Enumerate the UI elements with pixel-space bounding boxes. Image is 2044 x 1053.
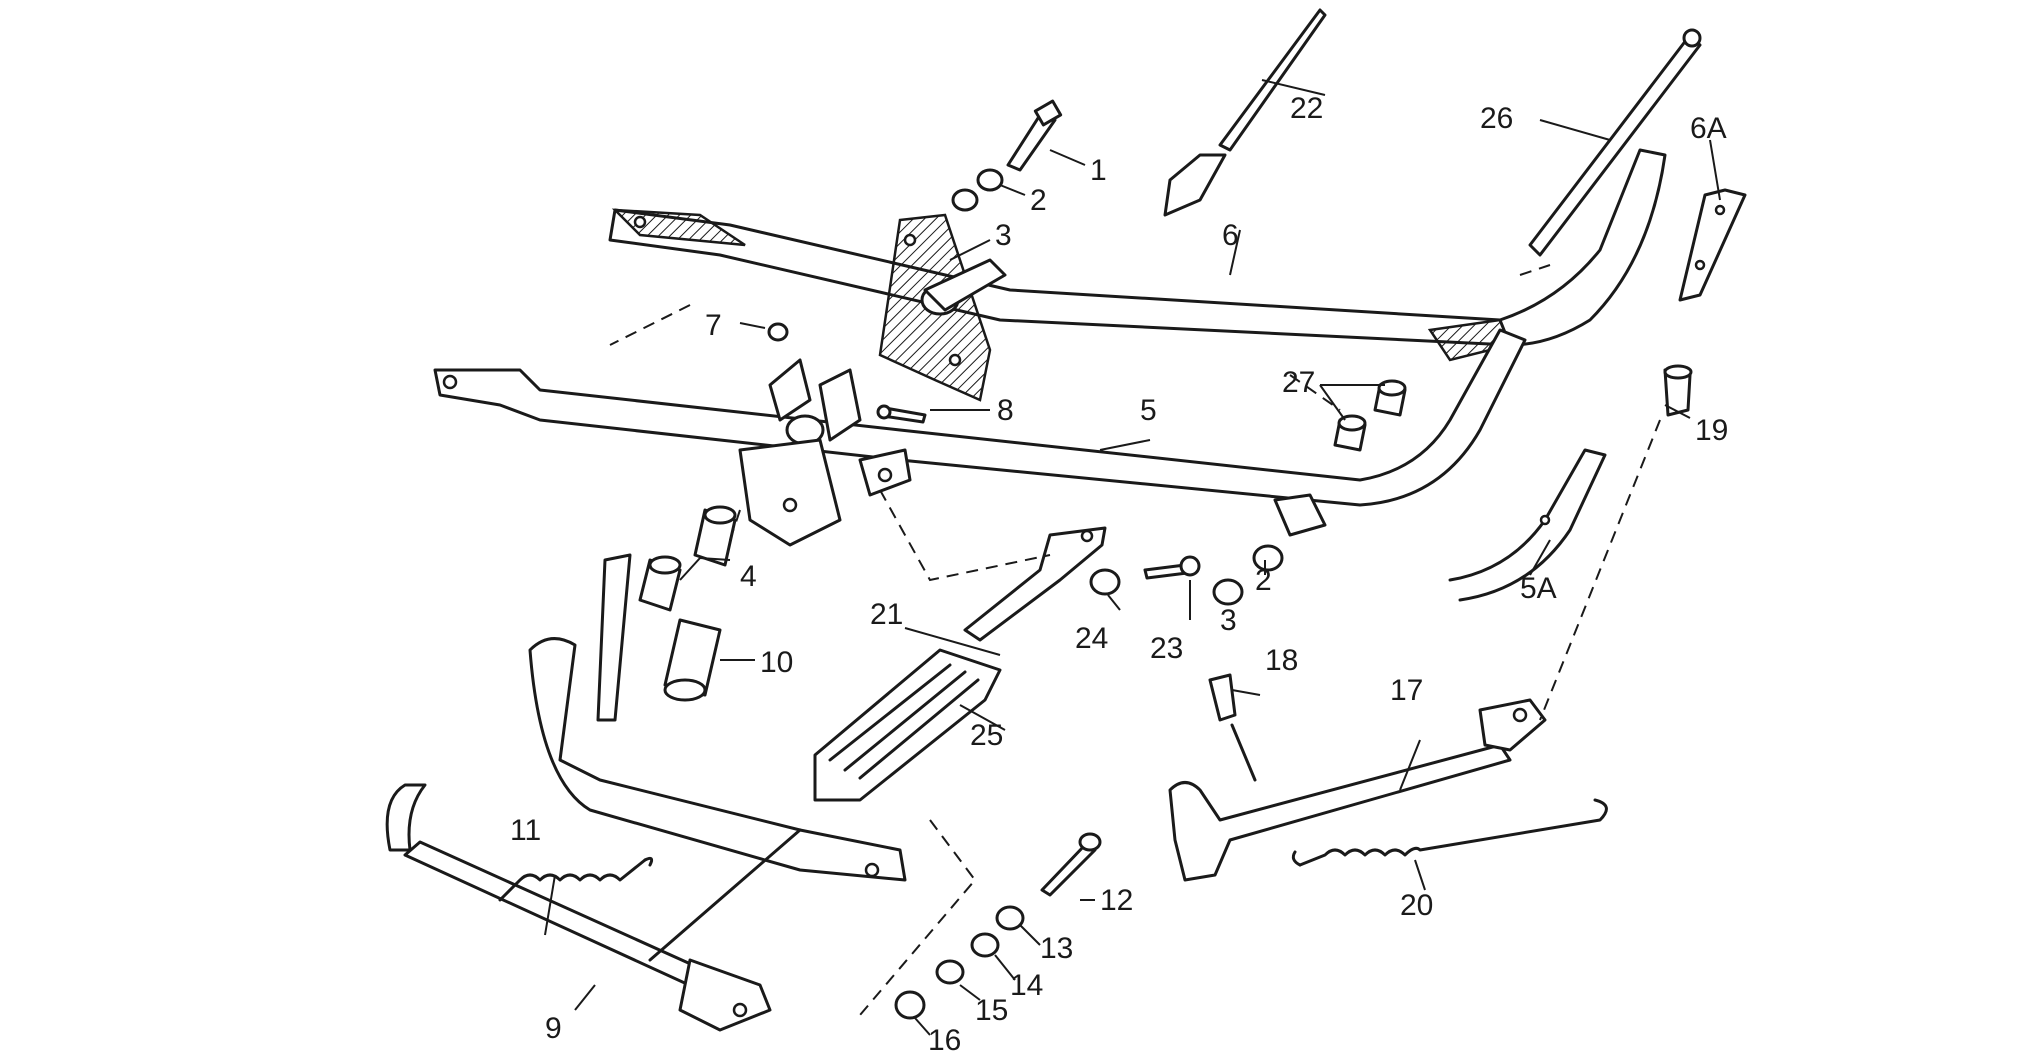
part-4-bushings bbox=[638, 505, 737, 612]
part-2-washer bbox=[976, 168, 1004, 192]
callout-19: 19 bbox=[1695, 414, 1728, 447]
callout-6: 6 bbox=[1222, 219, 1239, 252]
part-21-footpeg-bracket bbox=[963, 526, 1107, 642]
part-5a-side-bracket bbox=[1448, 448, 1607, 602]
callout-1: 1 bbox=[1090, 154, 1107, 187]
part-20-spring bbox=[1291, 798, 1608, 867]
part-26-long-rod bbox=[1528, 28, 1702, 257]
part-8-bolt bbox=[876, 404, 927, 424]
callout-11: 11 bbox=[510, 814, 541, 847]
callout-26: 26 bbox=[1480, 102, 1513, 135]
callout-2-lower: 2 bbox=[1255, 564, 1272, 597]
callout-6a: 6A bbox=[1690, 112, 1727, 145]
part-10-rubber-grip bbox=[663, 618, 722, 702]
part-23-bolt bbox=[1143, 555, 1201, 580]
part-13-spacer bbox=[995, 905, 1025, 931]
callout-2-upper: 2 bbox=[1030, 184, 1047, 217]
part-2-washer-right bbox=[1252, 544, 1284, 572]
part-5-frame-rail-lower bbox=[433, 328, 1527, 547]
part-6a-side-bracket bbox=[1678, 188, 1747, 302]
part-9-center-stand bbox=[385, 553, 907, 1032]
callout-labels: 1 2 3 6 22 26 6A 7 8 5 27 19 5A 4 10 21 … bbox=[510, 92, 1728, 1053]
callout-14: 14 bbox=[1010, 969, 1043, 1002]
callout-20: 20 bbox=[1400, 889, 1433, 922]
callout-3-upper: 3 bbox=[995, 219, 1012, 252]
part-1-bolt bbox=[1006, 99, 1063, 172]
part-14-spring-washer bbox=[970, 932, 1000, 958]
callout-10: 10 bbox=[760, 646, 793, 679]
callout-18: 18 bbox=[1265, 644, 1298, 677]
callout-13: 13 bbox=[1040, 932, 1073, 965]
callout-3-lower: 3 bbox=[1220, 604, 1237, 637]
callout-12: 12 bbox=[1100, 884, 1133, 917]
part-3-bracket-plate bbox=[878, 213, 1007, 402]
assembly-lines bbox=[609, 264, 1661, 1016]
callout-24: 24 bbox=[1075, 622, 1108, 655]
callout-27: 27 bbox=[1282, 366, 1315, 399]
part-25-footpeg-rubber bbox=[813, 648, 1002, 802]
part-17-side-stand bbox=[1168, 698, 1547, 882]
callout-leaders bbox=[544, 79, 1721, 1036]
callout-21: 21 bbox=[870, 598, 903, 631]
callout-25: 25 bbox=[970, 719, 1003, 752]
part-3-nut-right bbox=[1212, 578, 1244, 606]
callout-7: 7 bbox=[705, 309, 722, 342]
callout-17: 17 bbox=[1390, 674, 1423, 707]
part-18-stand-rubber bbox=[1208, 673, 1237, 722]
part-27-bushings bbox=[1333, 379, 1407, 452]
part-22-strut-blade bbox=[1163, 8, 1327, 217]
part-3-nut bbox=[951, 188, 979, 212]
callout-5a: 5A bbox=[1520, 572, 1557, 605]
callout-22: 22 bbox=[1290, 92, 1323, 125]
callout-15: 15 bbox=[975, 994, 1008, 1027]
part-19-cap bbox=[1663, 364, 1693, 417]
part-24-nut bbox=[1089, 568, 1121, 596]
callout-8: 8 bbox=[997, 394, 1014, 427]
callout-23: 23 bbox=[1150, 632, 1183, 665]
part-7-nut bbox=[767, 322, 789, 342]
part-11-spring bbox=[498, 856, 654, 902]
callout-4: 4 bbox=[740, 560, 757, 593]
part-16-nut bbox=[894, 990, 926, 1020]
part-15-washer bbox=[935, 959, 965, 985]
callout-9: 9 bbox=[545, 1012, 562, 1045]
part-12-bolt bbox=[1040, 832, 1102, 897]
callout-16: 16 bbox=[928, 1024, 961, 1053]
callout-5: 5 bbox=[1140, 394, 1157, 427]
